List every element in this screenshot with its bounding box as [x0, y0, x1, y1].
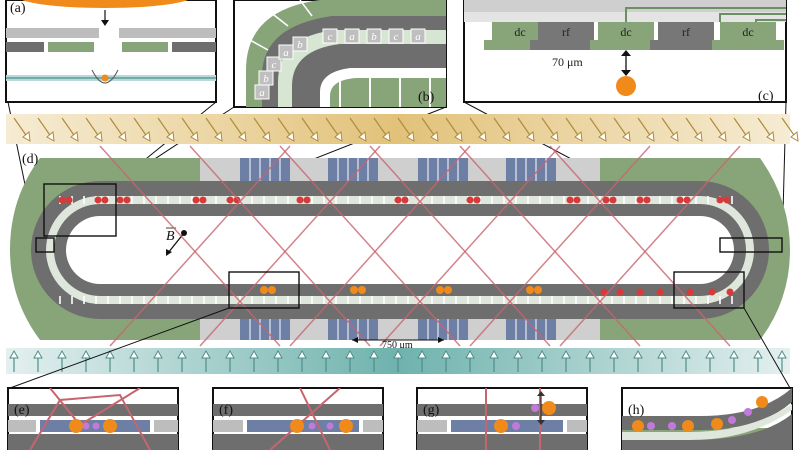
- b-field-label: B: [166, 229, 175, 244]
- ion: [444, 286, 452, 294]
- ion: [609, 196, 617, 204]
- panel-g: (g): [416, 387, 588, 450]
- segment-electrode: [266, 56, 282, 72]
- ion: [726, 288, 734, 296]
- segment-label: c: [328, 31, 333, 43]
- segment-electrode: [388, 28, 404, 44]
- ion: [101, 196, 109, 204]
- ion: [676, 196, 684, 204]
- segment-label: b: [297, 39, 303, 51]
- ion: [602, 196, 610, 204]
- ion: [226, 196, 234, 204]
- ion: [192, 196, 200, 204]
- electrode-label: dc: [742, 25, 753, 39]
- segment-electrode: [258, 70, 274, 86]
- ion: [566, 196, 574, 204]
- bottom-laser-arrow-band: [6, 348, 790, 374]
- segment-label: c: [272, 59, 277, 71]
- ion: [466, 196, 474, 204]
- panel-a: (a): [5, 0, 217, 103]
- electrode-label: rf: [682, 25, 690, 39]
- ion: [616, 288, 624, 296]
- ion: [358, 286, 366, 294]
- ion: [534, 286, 542, 294]
- segment-electrode: [292, 36, 308, 52]
- ion: [101, 74, 109, 82]
- ion: [716, 196, 724, 204]
- ion: [686, 288, 694, 296]
- panel-label: (d): [22, 152, 39, 167]
- ion: [350, 286, 358, 294]
- ion: [233, 196, 241, 204]
- ion: [436, 286, 444, 294]
- ion: [573, 196, 581, 204]
- segment-electrode: [278, 44, 294, 60]
- ion: [58, 196, 66, 204]
- segment-label: a: [349, 31, 355, 43]
- panel-d: B 750 μm (d): [10, 145, 790, 351]
- ion: [636, 288, 644, 296]
- top-laser-arrow-band: [6, 114, 799, 144]
- red-laser-beams: [99, 145, 741, 347]
- ion: [199, 196, 207, 204]
- ion: [268, 286, 276, 294]
- segment-label: a: [283, 47, 289, 59]
- laser-beam-spot: [22, 0, 188, 8]
- ion: [656, 288, 664, 296]
- panel-label: (e): [14, 403, 30, 418]
- panel-label: (b): [418, 90, 435, 105]
- ion: [723, 196, 731, 204]
- ion-group: [58, 196, 734, 296]
- panel-label: (f): [219, 403, 233, 418]
- ion: [401, 196, 409, 204]
- ion: [708, 288, 716, 296]
- ion: [526, 286, 534, 294]
- segment-electrode: [410, 28, 426, 44]
- zoom-boxes: [35, 183, 783, 309]
- segment-label: a: [415, 31, 421, 43]
- panel-label: (c): [758, 89, 774, 104]
- ion: [296, 196, 304, 204]
- panel-label: (h): [628, 403, 645, 418]
- scale-bar-label: 750 μm: [382, 340, 413, 351]
- segment-electrode: [344, 28, 360, 44]
- ion: [123, 196, 131, 204]
- panel-label: (g): [423, 403, 440, 418]
- ion: [94, 196, 102, 204]
- segment-label: b: [263, 73, 269, 85]
- segment-label: a: [259, 87, 265, 99]
- electrode-label: dc: [620, 25, 631, 39]
- ion: [600, 288, 608, 296]
- segment-label: c: [394, 31, 399, 43]
- panel-e: (e): [7, 387, 179, 450]
- ion: [303, 196, 311, 204]
- electrode-label: dc: [514, 25, 525, 39]
- ion: [65, 196, 73, 204]
- ion: [473, 196, 481, 204]
- ion: [394, 196, 402, 204]
- zoom-connectors-bottom: [9, 307, 791, 389]
- panel-c: dc rf dc rf dc 70 μm (c): [463, 0, 787, 104]
- panel-h: (h): [621, 387, 793, 450]
- segment-electrode: [366, 28, 382, 44]
- segment-electrode: [322, 28, 338, 44]
- ion: [643, 196, 651, 204]
- panel-label: (a): [10, 1, 26, 16]
- segment-label: b: [371, 31, 377, 43]
- panel-f: (f): [212, 387, 384, 450]
- ion: [260, 286, 268, 294]
- ion: [636, 196, 644, 204]
- ion: [683, 196, 691, 204]
- ion: [116, 196, 124, 204]
- electrode-row: dc rf dc rf dc: [484, 22, 784, 50]
- electrode-label: rf: [562, 25, 570, 39]
- ion: [616, 76, 636, 96]
- distance-label: 70 μm: [552, 55, 583, 69]
